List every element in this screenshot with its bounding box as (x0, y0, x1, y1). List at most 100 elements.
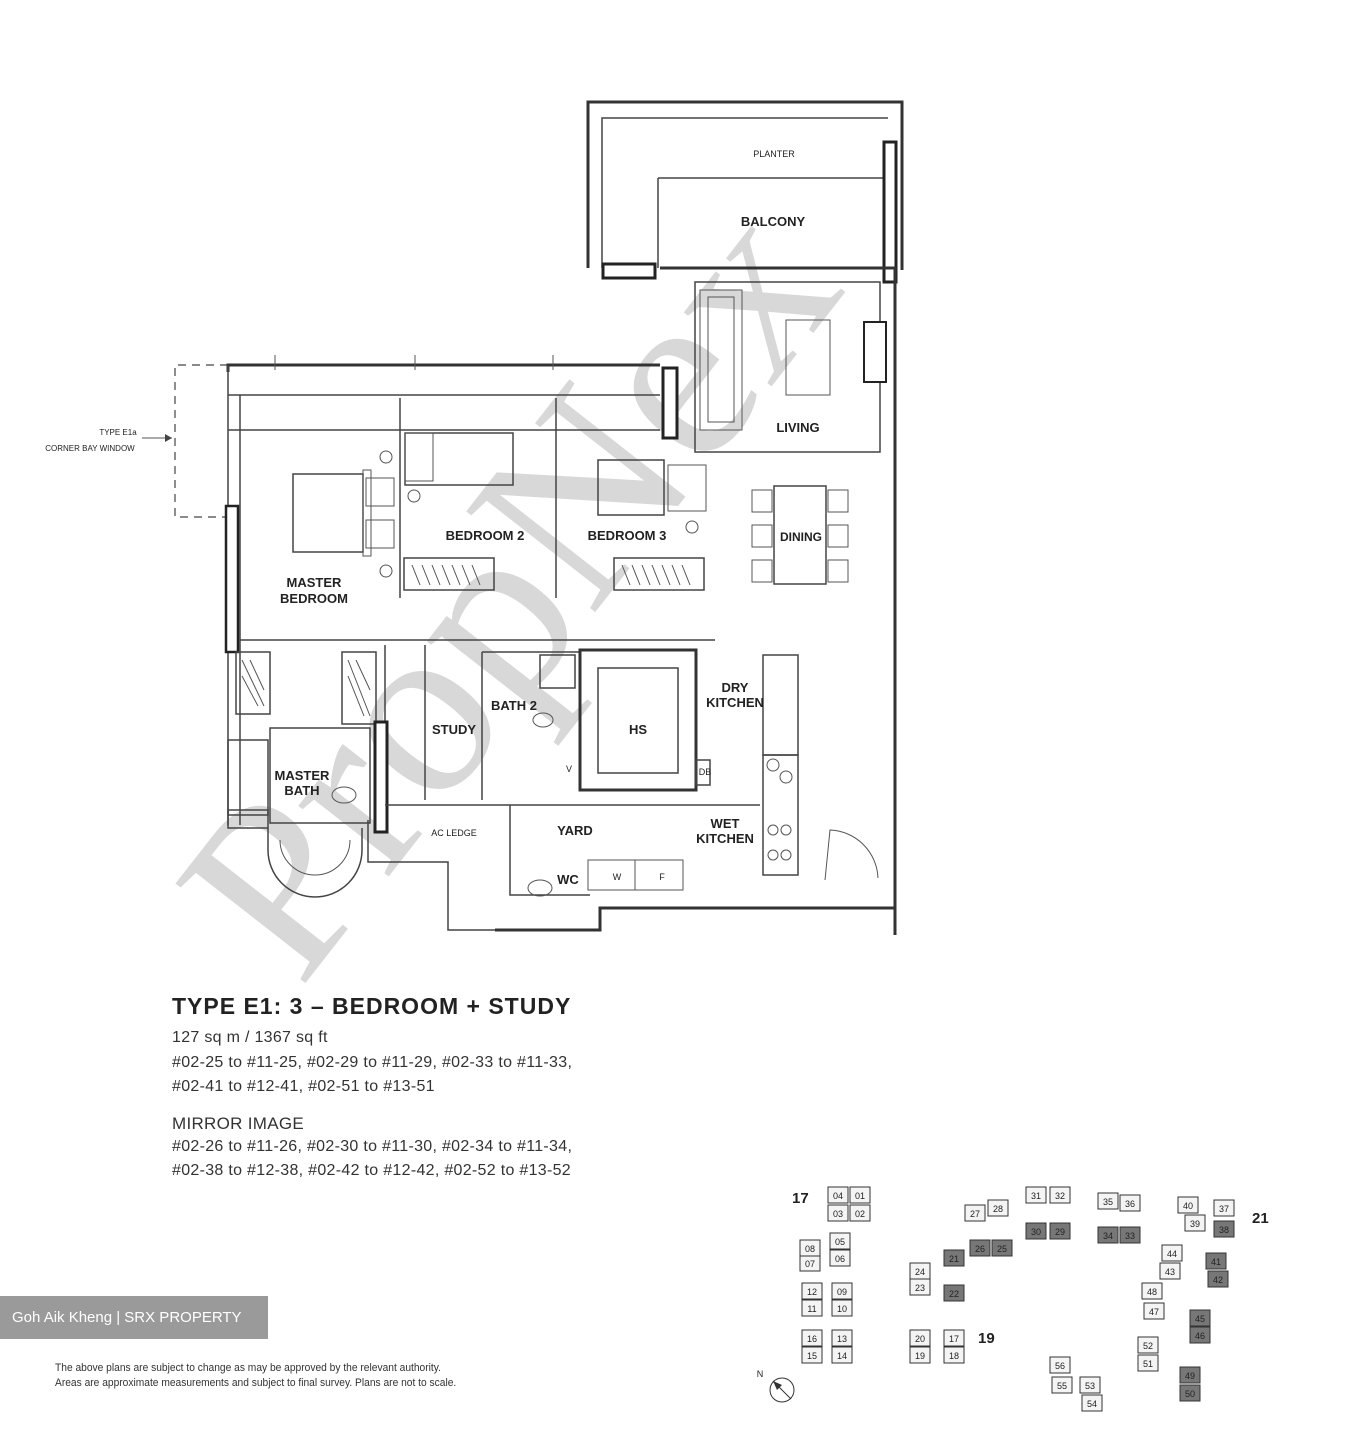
key-plan-unit-label-17: 17 (949, 1334, 959, 1344)
key-plan-unit-label-38: 38 (1219, 1225, 1229, 1235)
key-plan-unit-label-37: 37 (1219, 1204, 1229, 1214)
key-plan-unit-43 (1159, 1262, 1181, 1280)
key-plan-unit-label-29: 29 (1055, 1227, 1065, 1237)
key-plan-unit-label-08: 08 (805, 1244, 815, 1254)
mirror-image-title: MIRROR IMAGE (172, 1114, 305, 1133)
key-plan-unit-17 (943, 1329, 965, 1347)
key-plan-unit-45 (1189, 1309, 1211, 1327)
key-plan-unit-55 (1051, 1376, 1073, 1394)
key-plan-unit-46 (1189, 1326, 1211, 1344)
key-plan-unit-label-48: 48 (1147, 1287, 1157, 1297)
key-plan-unit-19 (909, 1346, 931, 1364)
key-plan-unit-25 (991, 1239, 1013, 1257)
key-plan-unit-label-43: 43 (1165, 1267, 1175, 1277)
key-plan-unit-label-02: 02 (855, 1209, 865, 1219)
key-plan-unit-label-45: 45 (1195, 1314, 1205, 1324)
key-plan-unit-31 (1025, 1186, 1047, 1204)
label-master-bedroom-1: MASTER (287, 575, 343, 590)
key-plan-unit-02 (849, 1204, 871, 1222)
label-master-bedroom-2: BEDROOM (280, 591, 348, 606)
key-plan-unit-label-50: 50 (1185, 1389, 1195, 1399)
key-plan-unit-50 (1179, 1384, 1201, 1402)
key-plan-unit-label-52: 52 (1143, 1341, 1153, 1351)
label-balcony: BALCONY (741, 214, 806, 229)
key-plan-unit-54 (1081, 1394, 1103, 1412)
key-plan-unit-label-33: 33 (1125, 1231, 1135, 1241)
key-plan-unit-28 (987, 1199, 1009, 1217)
key-plan-unit-label-36: 36 (1125, 1199, 1135, 1209)
key-plan-unit-52 (1137, 1336, 1159, 1354)
key-plan-unit-label-18: 18 (949, 1351, 959, 1361)
key-plan-unit-11 (801, 1299, 823, 1317)
agent-badge: Goh Aik Kheng | SRX PROPERTY (0, 1296, 268, 1339)
bedroom-furniture (292, 432, 707, 591)
key-plan-unit-label-55: 55 (1057, 1381, 1067, 1391)
label-bedroom-2: BEDROOM 2 (446, 528, 525, 543)
key-plan-unit-label-25: 25 (997, 1244, 1007, 1254)
label-study: STUDY (432, 722, 476, 737)
key-plan-unit-03 (827, 1204, 849, 1222)
key-plan-unit-14 (831, 1346, 853, 1364)
key-plan-unit-label-54: 54 (1087, 1399, 1097, 1409)
key-plan-unit-32 (1049, 1186, 1071, 1204)
key-plan-unit-label-20: 20 (915, 1334, 925, 1344)
key-plan-unit-06 (829, 1249, 851, 1267)
key-plan-unit-label-05: 05 (835, 1237, 845, 1247)
corner-bay-window (142, 364, 228, 518)
key-plan-unit-10 (831, 1299, 853, 1317)
key-plan-unit-label-04: 04 (833, 1191, 843, 1201)
key-plan-unit-16 (801, 1329, 823, 1347)
key-plan-unit-05 (829, 1232, 851, 1250)
key-plan-unit-label-28: 28 (993, 1204, 1003, 1214)
key-plan-unit-label-51: 51 (1143, 1359, 1153, 1369)
key-plan-unit-label-49: 49 (1185, 1371, 1195, 1381)
key-plan-unit-22 (943, 1284, 965, 1302)
disclaimer-line-2: Areas are approximate measurements and s… (55, 1377, 457, 1389)
label-dining: DINING (780, 530, 822, 544)
key-plan-unit-label-16: 16 (807, 1334, 817, 1344)
key-plan-unit-label-30: 30 (1031, 1227, 1041, 1237)
bedroom-walls (224, 355, 715, 825)
block-label-21: 21 (1252, 1210, 1269, 1227)
key-plan-unit-label-53: 53 (1085, 1381, 1095, 1391)
label-wc: WC (557, 872, 579, 887)
balcony-area (586, 100, 904, 284)
key-plan-unit-53 (1079, 1376, 1101, 1394)
master-bath (227, 720, 389, 898)
key-plan-unit-24 (909, 1262, 931, 1280)
label-db: DB (699, 767, 712, 777)
key-plan-unit-label-32: 32 (1055, 1191, 1065, 1201)
key-plan-unit-38 (1213, 1220, 1235, 1238)
key-plan-unit-12 (801, 1282, 823, 1300)
key-plan-unit-01 (849, 1186, 871, 1204)
key-plan-unit-label-44: 44 (1167, 1249, 1177, 1259)
label-fridge: F (659, 872, 665, 882)
key-plan-unit-26 (969, 1239, 991, 1257)
key-plan-unit-label-11: 11 (807, 1304, 816, 1314)
label-yard: YARD (557, 823, 593, 838)
bay-window-label-2: CORNER BAY WINDOW (45, 444, 135, 453)
dining-table (751, 485, 849, 585)
key-plan-unit-label-07: 07 (805, 1259, 815, 1269)
key-plan-unit-label-41: 41 (1211, 1257, 1221, 1267)
key-plan-unit-label-40: 40 (1183, 1201, 1193, 1211)
label-ac-ledge: AC LEDGE (431, 828, 477, 838)
key-plan-unit-48 (1141, 1282, 1163, 1300)
living-area (660, 266, 897, 935)
label-washer: W (613, 872, 622, 882)
north-arrow: N (757, 1369, 795, 1403)
key-plan-unit-47 (1143, 1302, 1165, 1320)
key-plan-unit-35 (1097, 1192, 1119, 1210)
label-planter: PLANTER (753, 149, 795, 159)
key-plan-unit-40 (1177, 1196, 1199, 1214)
key-plan-unit-label-01: 01 (855, 1191, 865, 1201)
key-plan-unit-33 (1119, 1226, 1141, 1244)
key-plan-unit-label-46: 46 (1195, 1331, 1205, 1341)
key-plan-unit-label-09: 09 (837, 1287, 847, 1297)
label-hs: HS (629, 722, 647, 737)
key-plan-unit-label-14: 14 (837, 1351, 847, 1361)
key-plan-unit-label-21: 21 (949, 1254, 959, 1264)
key-plan-unit-39 (1184, 1214, 1206, 1232)
mirror-numbers-line-2: #02-38 to #12-38, #02-42 to #12-42, #02-… (172, 1162, 572, 1179)
